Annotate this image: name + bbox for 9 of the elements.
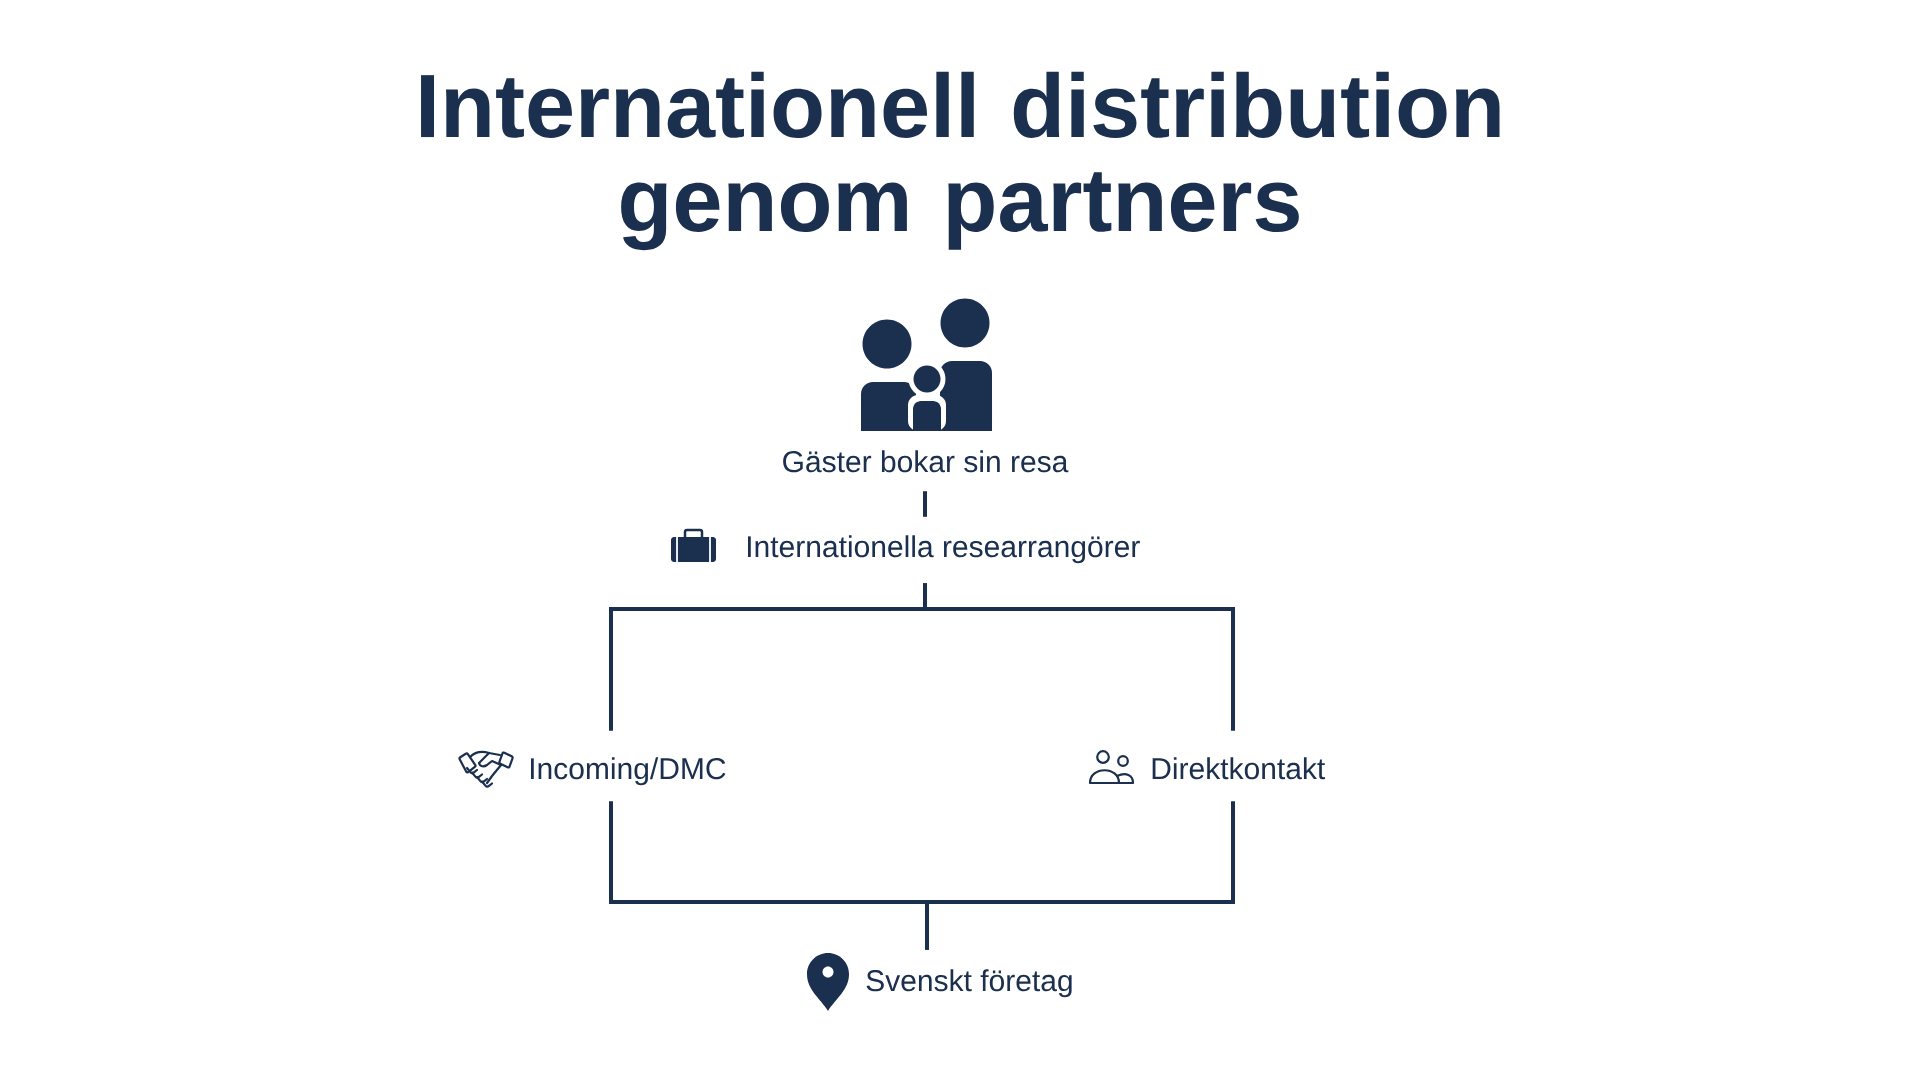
step-label: Gäster bokar sin resa — [783, 450, 1069, 473]
step-label: Incoming/DMC — [531, 757, 726, 786]
step-label: Internationella researrangörer — [748, 535, 1140, 564]
title: Internationell distribution genom partners — [421, 71, 1500, 251]
step-label: Direktkontakt — [1152, 757, 1326, 780]
connector-line — [923, 583, 1235, 731]
connector-line — [923, 491, 927, 517]
step-label: Svenskt företag — [866, 969, 1072, 998]
connector-line — [925, 801, 1235, 950]
